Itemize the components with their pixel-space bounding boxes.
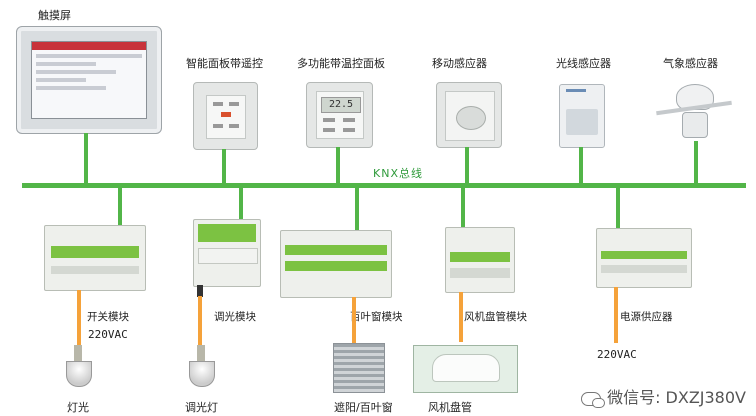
voltage-switch: 220VAC: [88, 328, 128, 341]
lamp-icon: [64, 345, 92, 387]
knx-bus: [22, 183, 746, 188]
blinds-icon: [333, 343, 385, 393]
label-fancoil-module: 风机盘管模块: [464, 311, 527, 323]
power-line-dimmer: [198, 296, 202, 351]
watermark-text: 微信号: DXZJ380V: [607, 388, 746, 407]
multi-function-panel: 22.5: [306, 82, 373, 148]
connector-light-sensor: [579, 147, 583, 184]
connector-motion-sensor: [465, 147, 469, 184]
connector-dimming-module: [239, 187, 243, 222]
smart-panel: [193, 82, 258, 150]
voltage-supply: 220VAC: [597, 348, 637, 361]
power-supply-module: [596, 228, 692, 288]
load-fancoil: 风机盘管: [428, 401, 472, 414]
fan-coil-module: [445, 227, 515, 293]
wechat-watermark: 微信号: DXZJ380V: [581, 384, 746, 408]
dimmer-cable: [197, 285, 203, 297]
connector-touchscreen: [84, 133, 88, 184]
weather-sensor: [652, 78, 736, 144]
connector-switch-module: [118, 187, 122, 226]
blinds-module: [280, 230, 392, 298]
label-motion-sensor: 移动感应器: [432, 57, 487, 70]
switch-module: [44, 225, 146, 291]
label-light-sensor: 光线感应器: [556, 57, 611, 70]
temperature-display: 22.5: [321, 97, 361, 113]
connector-multi-panel: [336, 147, 340, 184]
load-switch: 灯光: [67, 401, 89, 414]
label-power-supply: 电源供应器: [620, 311, 673, 323]
label-weather-sensor: 气象感应器: [663, 57, 718, 70]
touchscreen-display: [31, 41, 147, 119]
power-line-switch: [77, 290, 81, 352]
wechat-icon: [581, 391, 606, 408]
label-dimming-module: 调光模块: [214, 311, 256, 323]
connector-blinds-module: [355, 187, 359, 231]
power-line-supply: [614, 287, 618, 343]
label-multi-panel: 多功能带温控面板: [297, 57, 385, 70]
connector-smart-panel: [222, 149, 226, 184]
connector-power-supply: [616, 187, 620, 229]
label-blinds-module: 百叶窗模块: [350, 311, 403, 323]
connector-weather-sensor: [694, 141, 698, 184]
label-switch-module: 开关模块: [87, 311, 129, 323]
connector-fancoil-module: [461, 187, 465, 228]
touchscreen: [16, 26, 162, 134]
motion-sensor: [436, 82, 502, 148]
light-sensor: [559, 84, 605, 148]
label-touchscreen: 触摸屏: [38, 9, 71, 22]
load-blinds: 遮阳/百叶窗: [334, 401, 393, 414]
load-dimmer: 调光灯: [185, 401, 218, 414]
fan-coil-icon: [413, 345, 518, 393]
label-smart-panel: 智能面板带遥控: [186, 57, 263, 70]
dimming-module: [193, 219, 261, 287]
power-line-fancoil: [459, 292, 463, 342]
dimmable-lamp-icon: [187, 345, 215, 387]
power-line-blinds: [352, 297, 356, 343]
knx-bus-label: KNX总线: [373, 167, 423, 180]
